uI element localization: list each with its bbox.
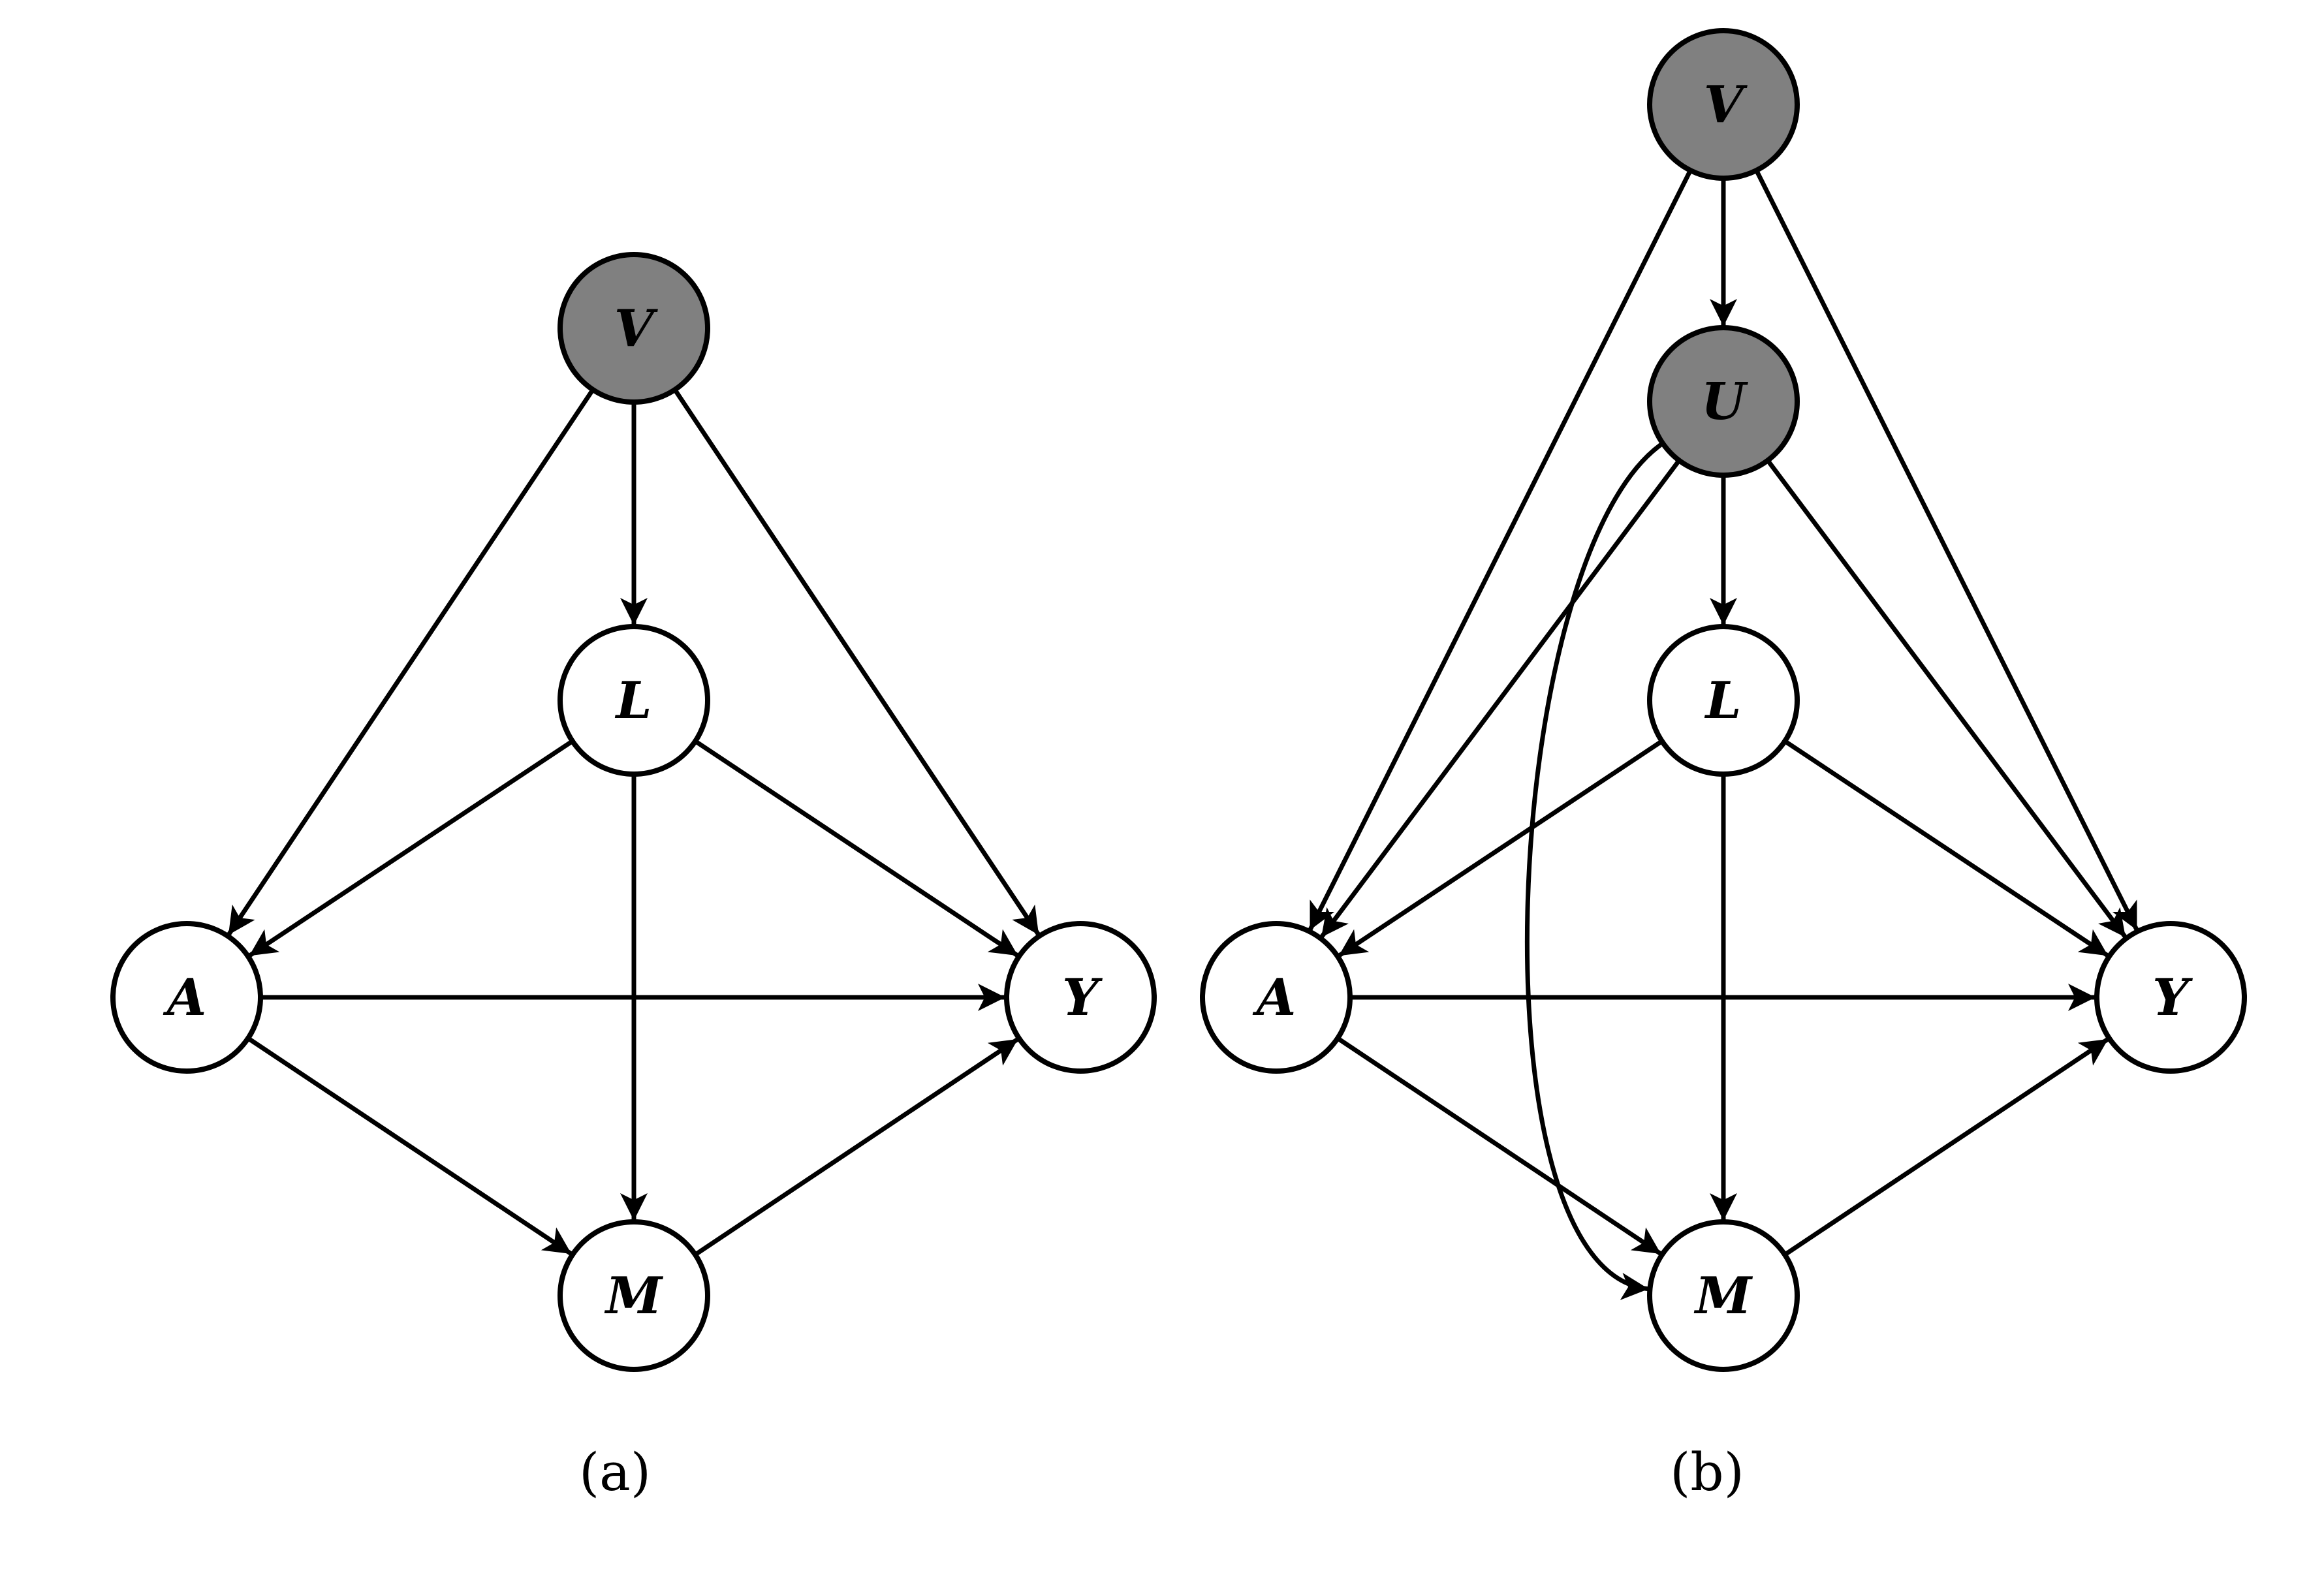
diagram-a-node-M-circle [557,1219,710,1372]
diagram-b-node-U: U [1647,325,1800,478]
diagram-b-node-V-circle [1647,28,1800,181]
diagram-b-edge-U-Y [1766,459,2128,939]
diagram-b-edge-V-A [1308,169,1693,931]
diagram-b-edge-A-M [1336,1036,1663,1256]
diagram-b-node-V: V [1647,28,1800,181]
diagram-a-edge-V-Y [672,388,1041,937]
diagram-a-nodes: V L A Y M [110,252,1157,1372]
diagram-b-node-Y-label: Y [2152,968,2193,1027]
diagram-a-node-V-label: V [614,299,659,358]
diagram-a-node-A-circle [110,921,263,1074]
diagram-a-node-L-circle [557,624,710,777]
diagram-b-node-Y: Y [2094,921,2247,1074]
diagram-a-node-V: V [557,252,710,405]
diagram-b-node-Y-circle [2094,921,2247,1074]
diagram-b-node-L: L [1647,624,1800,777]
diagram-b-node-A-circle [1200,921,1353,1074]
diagram-b-node-U-label: U [1701,372,1748,431]
diagram-b-edge-M-Y [1783,1037,2110,1257]
diagram-a-edge-V-A [226,388,595,937]
diagram-a-node-V-circle [557,252,710,405]
diagram-b-node-L-label: L [1704,671,1742,730]
diagram-b-nodes: V U L A Y M [1200,28,2247,1372]
diagram-a-node-Y-circle [1004,921,1157,1074]
diagram-a-edge-L-A [247,739,574,958]
diagram-b-edges [1308,169,2139,1300]
diagram-a-node-M-label: M [604,1266,664,1326]
diagram-a-node-Y-label: Y [1062,968,1103,1027]
diagram-a-edge-L-Y [694,739,1020,958]
diagram-a-node-M: M [557,1219,710,1372]
diagram-b-node-M: M [1647,1219,1800,1372]
diagram-a-caption: (a) [579,1442,651,1503]
diagram-b-edge-L-Y [1783,739,2110,958]
diagram-b-node-M-label: M [1693,1266,1753,1326]
diagram-b-caption: (b) [1670,1442,1744,1503]
diagram-a-node-A-label: A [163,968,207,1027]
diagram-b-node-A: A [1200,921,1353,1074]
diagram-b-edge-V-Y [1754,169,2139,931]
diagram-a: V L A Y M (a) [110,252,1157,1503]
diagram-a-node-A: A [110,921,263,1074]
diagram-b-node-U-circle [1647,325,1800,478]
diagram-a-node-L: L [557,624,710,777]
diagram-a-node-Y: Y [1004,921,1157,1074]
diagram-a-edges [226,388,1041,1257]
diagram-b-edge-L-A [1337,739,1663,958]
diagram-a-edge-M-Y [694,1037,1020,1257]
diagram-b-node-M-circle [1647,1219,1800,1372]
diagram-b-node-L-circle [1647,624,1800,777]
diagram-a-node-L-label: L [615,671,652,730]
diagram-b-edge-U-M [1524,441,1665,1300]
diagram-b-node-V-label: V [1704,75,1748,134]
diagram-b: V U L A Y M (b) [1200,28,2247,1503]
diagram-b-node-A-label: A [1252,968,1296,1027]
diagram-a-edge-A-M [247,1036,573,1256]
diagram-b-edge-U-A [1319,459,1681,939]
